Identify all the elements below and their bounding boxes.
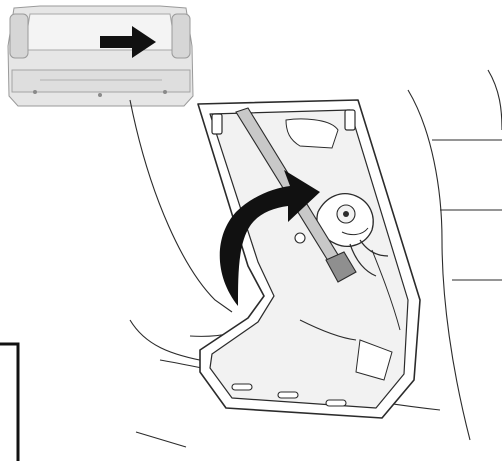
car-left-tail-lamp xyxy=(10,14,28,58)
car-right-tail-lamp xyxy=(172,14,190,58)
housing-top-right-clip xyxy=(345,110,355,130)
housing-top-left-clip xyxy=(212,114,222,134)
housing-bottom-slot-1 xyxy=(232,384,252,390)
housing-bottom-slot-3 xyxy=(326,400,346,406)
vehicle-rear-inset xyxy=(8,6,193,106)
housing-bottom-slot-2 xyxy=(278,392,298,398)
car-bumper xyxy=(12,70,190,92)
edge-bracket-marker xyxy=(0,344,18,461)
